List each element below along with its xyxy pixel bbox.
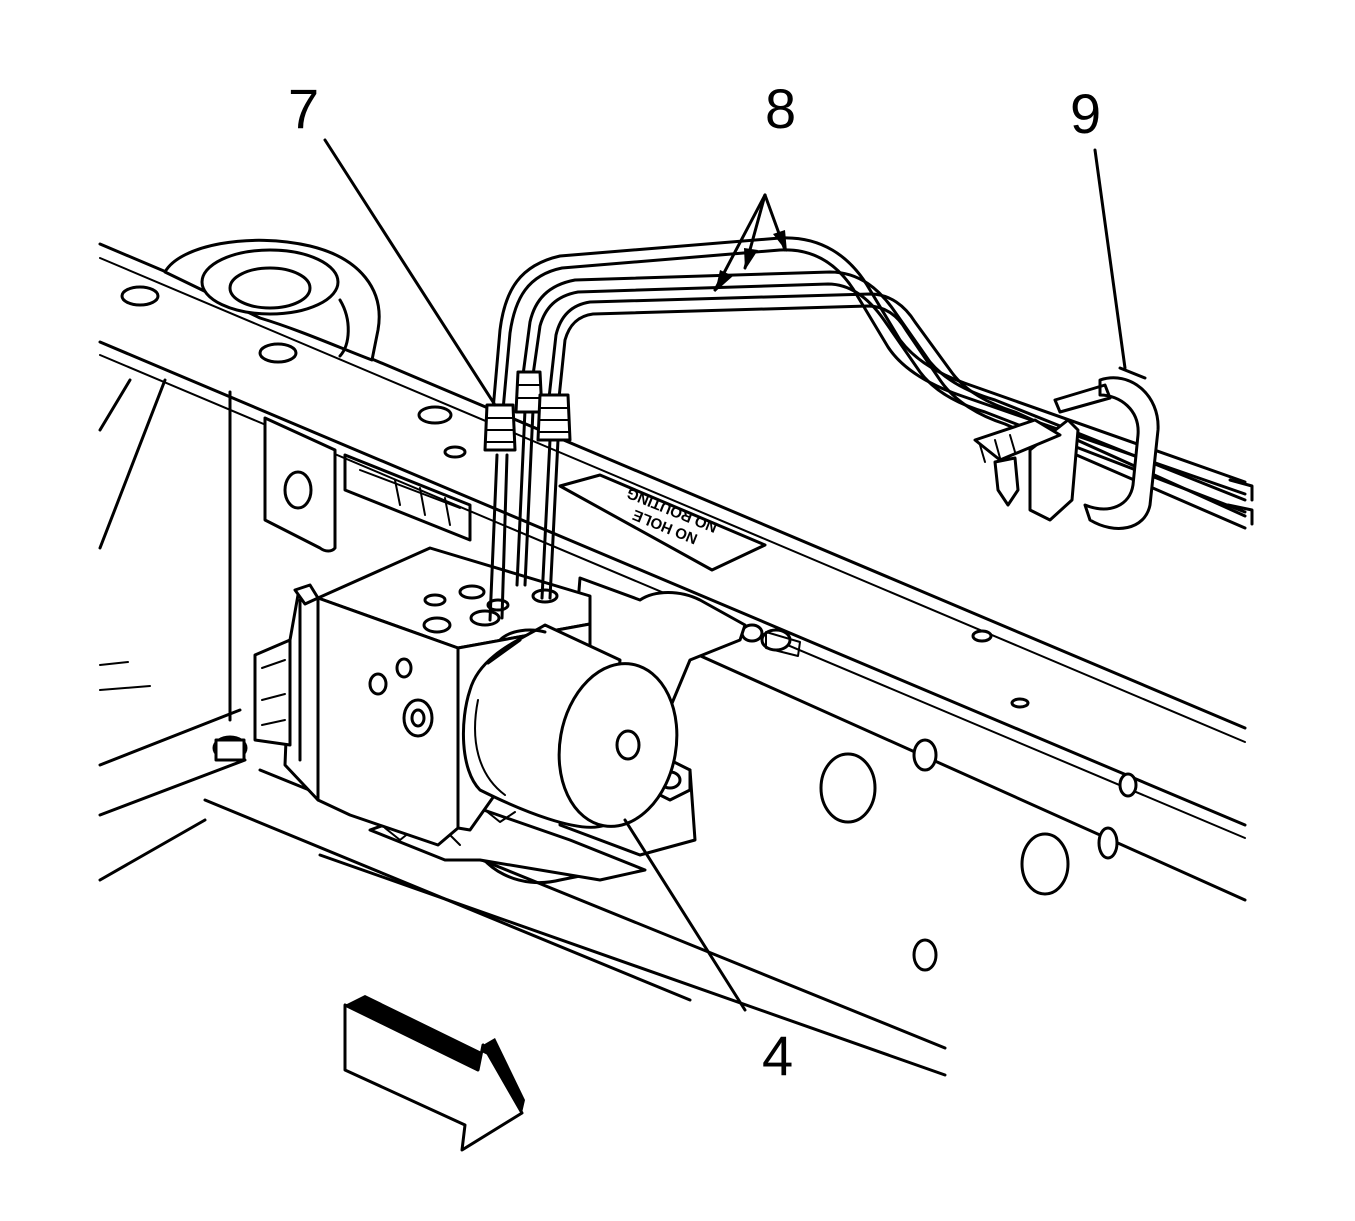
frame-side-left (98, 378, 247, 882)
leader-lines (323, 138, 1127, 1012)
decal-no-hole: NO HOLE NO ROUTING (558, 473, 767, 572)
tube-fittings (483, 370, 572, 452)
pump-motor (462, 623, 679, 829)
brake-pipes (488, 236, 1247, 622)
callout-8: 8 (765, 77, 796, 140)
mount-bracket-tab (263, 416, 472, 553)
callout-labels: 7 8 9 4 (288, 77, 1101, 1087)
pipe-retaining-clip (973, 366, 1254, 530)
body-mount (163, 238, 381, 362)
vehicle-front-arrow-icon (343, 995, 525, 1152)
frame-rail-web (663, 623, 1247, 972)
callout-4: 4 (762, 1024, 793, 1087)
callout-9: 9 (1070, 82, 1101, 145)
callout-7: 7 (288, 77, 319, 140)
